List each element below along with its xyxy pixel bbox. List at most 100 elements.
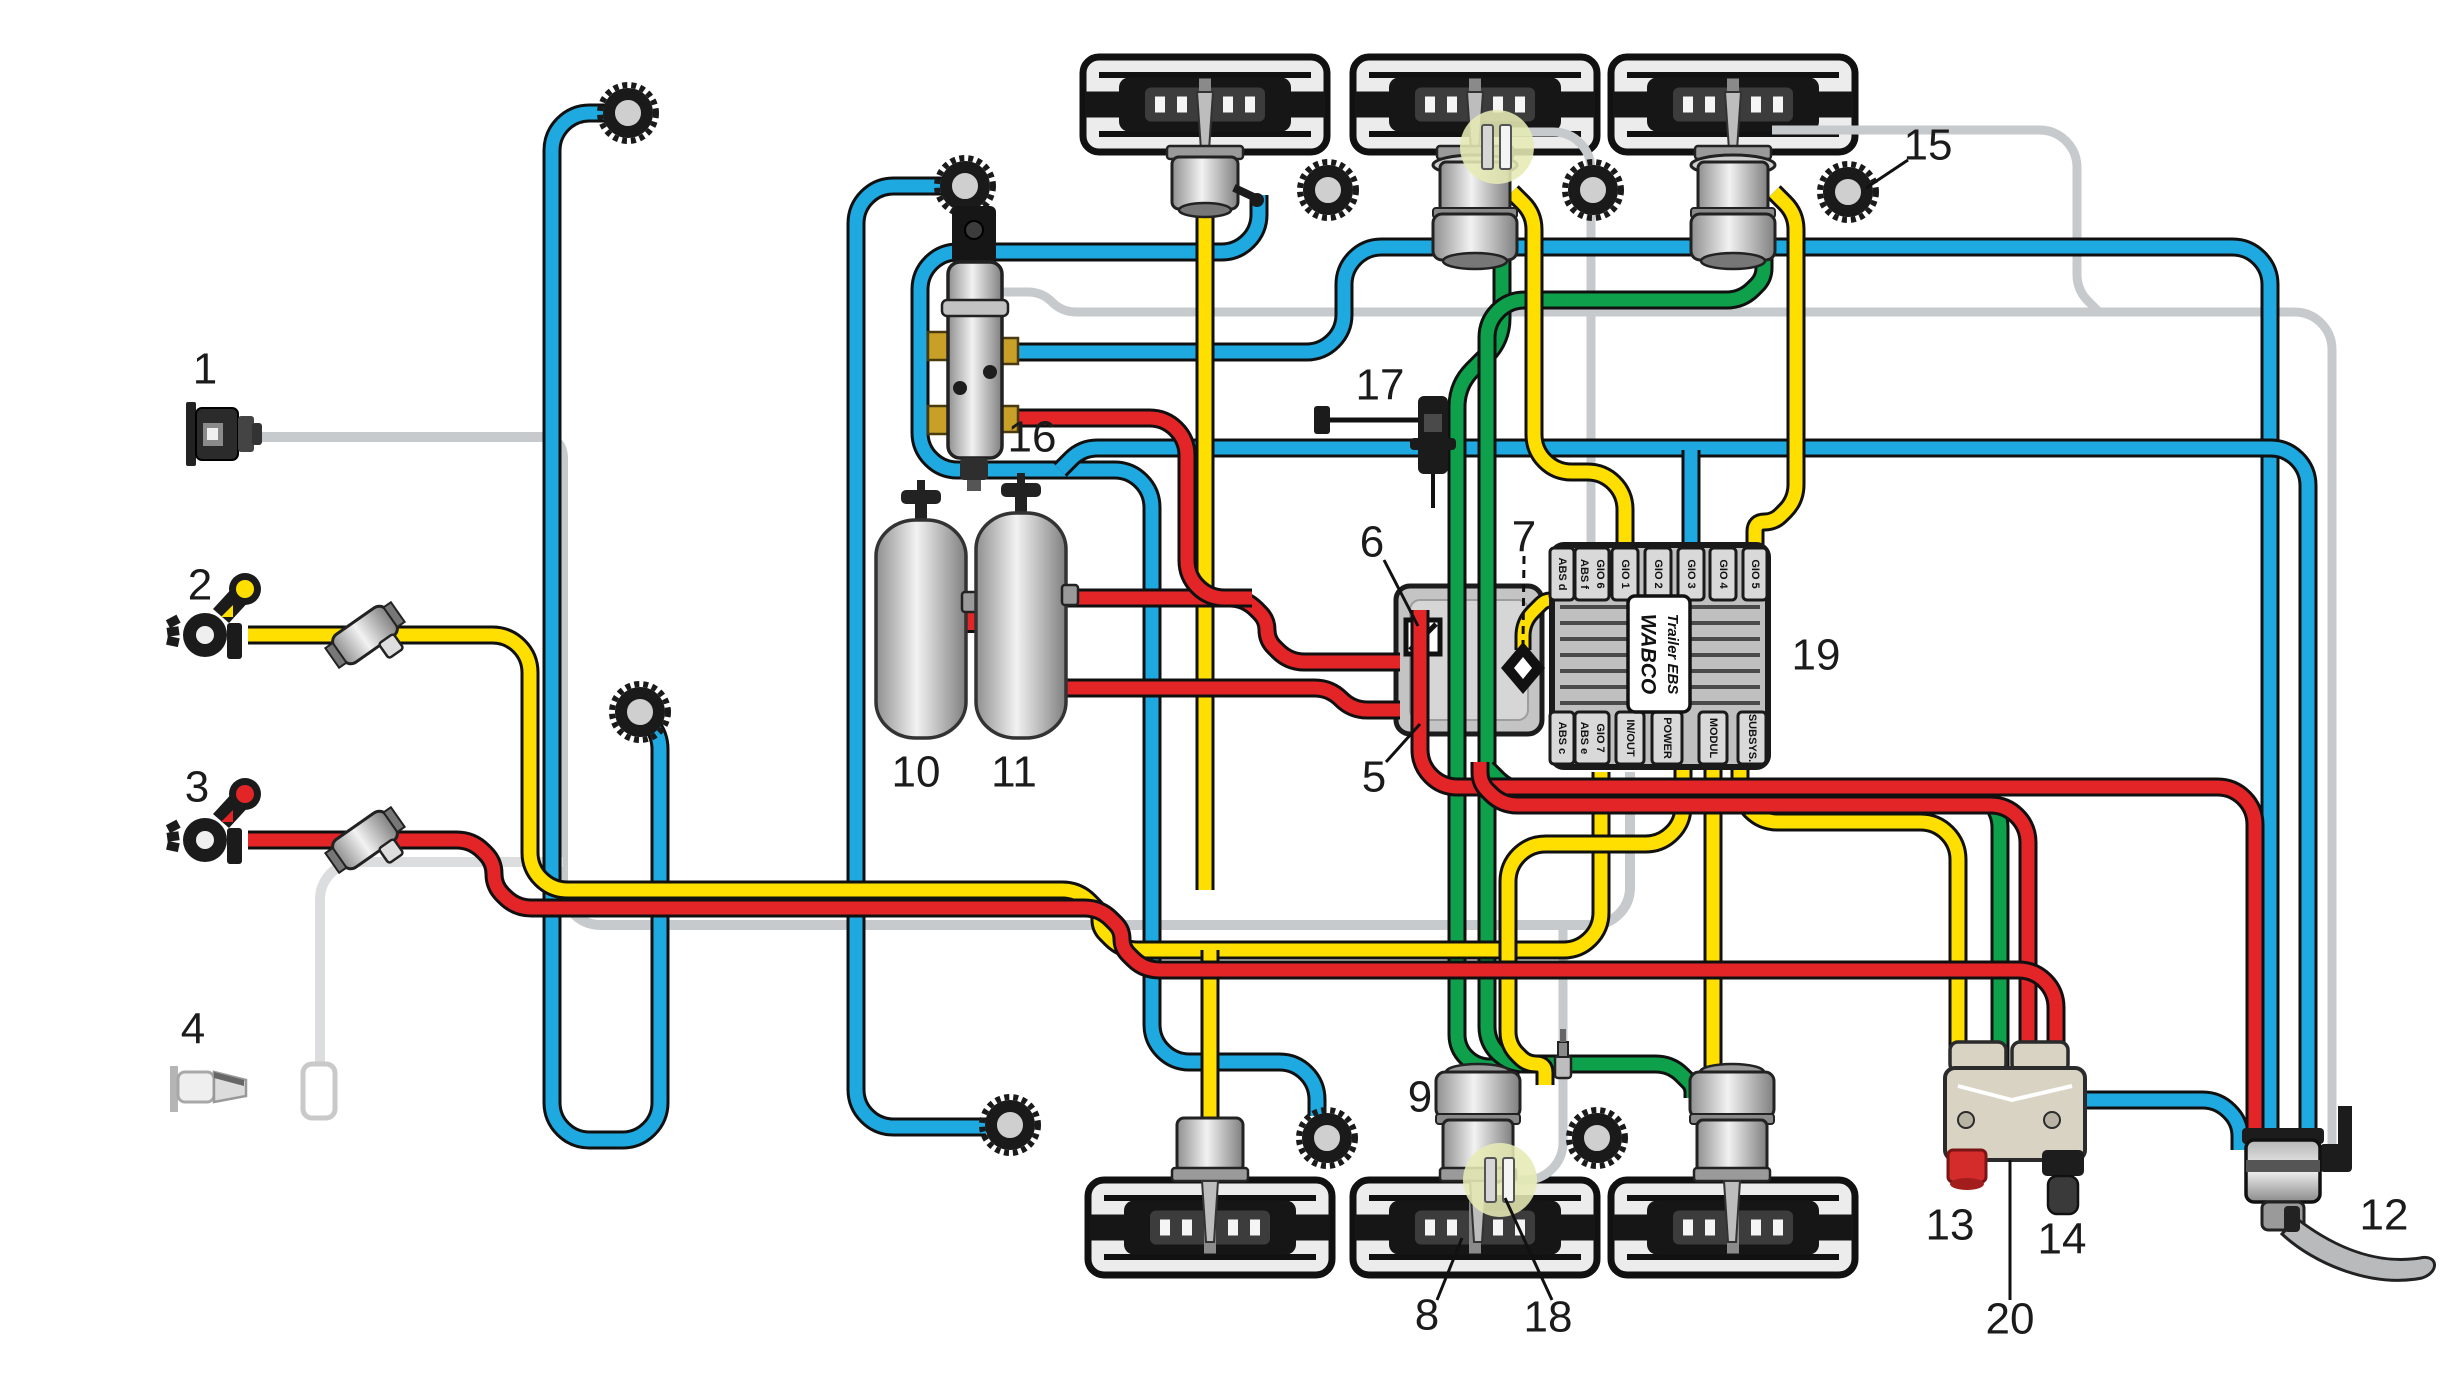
cable-iso7638 [250,432,1635,930]
ecu-brand-text: WABCO [1636,614,1659,695]
line-filter [323,600,407,670]
brake-chamber [1170,1116,1250,1243]
ecu-port: GIO 1 [1610,546,1640,602]
part-label-16: 16 [1008,413,1057,462]
part-label-15: 15 [1904,121,1953,170]
red-park-button [1946,1148,1988,1190]
part-label-7: 7 [1512,513,1536,562]
ecu-port: ABS c [1548,710,1576,766]
part-label-14: 14 [2038,1215,2087,1264]
part-label-2: 2 [188,561,212,610]
ecu-port: GIO 4 [1708,546,1738,602]
pole-wheel-ring [1296,1107,1358,1169]
pole-wheels [597,82,1879,1169]
pole-wheel-ring [1817,161,1879,223]
ecu-port-label: GIO 4 [1717,559,1729,589]
spring-brake-chamber [1689,91,1777,271]
air-reservoir [874,480,980,740]
ecu-port: GIO 3 [1676,546,1706,602]
ecu-port-label: MODUL [1707,718,1719,759]
release-hand-valve [2242,1106,2436,1282]
ecu-port-label: ABS d [1556,558,1568,591]
pole-wheel-ring [609,681,671,743]
cable-sensor-top-2 [1772,125,2103,316]
pipe-blue-left-loop [542,103,670,1150]
part-label-5: 5 [1362,753,1386,802]
pipe-blue-mid-loop [846,176,986,1137]
pipe-red-reservoir-1 [1060,588,1400,672]
ecu-model-text: Trailer EBS [1664,614,1681,695]
ebs-modulator [1393,583,1545,737]
diagnostic-connector [170,1061,338,1121]
pipe-green-2 [1477,258,1774,1098]
part-label-10: 10 [892,748,941,797]
ecu-port: ABS e GIO 7 [1573,710,1611,766]
pipe-blue-supply-right-1 [1008,237,2280,1142]
part-label-13: 13 [1926,1201,1975,1250]
coupling-head [165,573,261,659]
pipe-red-to-parkvalve [1470,762,2038,1066]
wheel-speed-sensor-highlight [1460,110,1534,184]
part-label-19: 19 [1792,631,1841,680]
pole-wheel-ring [1562,159,1624,221]
ecu-port-label: ABS f [1578,559,1590,589]
ecu-port-label: SUBSYS. [1746,714,1758,762]
pole-wheel-ring [979,1094,1041,1156]
pipe-yellow-chamber3 [1745,185,1806,556]
iso7638-connector [186,402,262,466]
ecu-port: SUBSYS. [1736,710,1768,766]
pipe-red-reservoir-2 [1060,678,1400,720]
pipe-red-trunk [248,830,2066,1066]
wabco-logo: WABCO Trailer EBS [1626,594,1692,714]
cable-diagnostic [315,857,563,1068]
charging-valve-16 [926,206,1020,491]
ecu-port-label: GIO 7 [1594,723,1606,752]
ecu-port-label: GIO 5 [1749,559,1761,588]
pole-wheel-ring [1297,159,1359,221]
cable-solenoid [990,287,2337,1146]
park-shunt-valve [1943,1040,2087,1216]
ecu-port: GIO 5 [1741,546,1769,602]
part-label-20: 20 [1986,1295,2035,1344]
pole-wheel-ring [934,155,996,217]
ecu-port: ABS d [1548,546,1576,602]
air-reservoir [974,473,1080,740]
modulator-valve-7 [1501,642,1545,694]
inline-connector [1553,1029,1573,1080]
ecu-port: POWER [1650,710,1684,766]
leader-lines [1382,158,2012,1301]
ecu-port: MODUL [1697,710,1729,766]
line-filter [323,805,407,875]
black-shunt-button [2042,1150,2084,1216]
wheel-speed-sensor-highlight [1463,1143,1537,1217]
part-label-8: 8 [1415,1291,1439,1340]
part-label-17: 17 [1356,361,1405,410]
coupling-heads [165,573,407,875]
pipe-blue-parkvalve [2085,1090,2250,1150]
part-label-1: 1 [193,345,217,394]
part-label-6: 6 [1360,518,1384,567]
pole-wheel-ring [1566,1107,1628,1169]
ecu-port-label: GIO 1 [1619,559,1631,588]
part-label-3: 3 [185,763,209,812]
ecu-port: IN/OUT [1614,710,1646,766]
part-label-18: 18 [1524,1293,1573,1342]
brake-chambers [1165,91,1777,1243]
pipe-yellow-chamber5 [1498,770,1693,1085]
part-label-4: 4 [181,1005,205,1054]
pipe-red-to-handvalve [1410,610,2265,1142]
test-valve-17 [1314,396,1456,508]
ecu-port-label: IN/OUT [1624,719,1636,757]
spring-brake-chamber [1688,1062,1776,1243]
part-label-9: 9 [1408,1073,1432,1122]
pipe-blue-valve16-loop [910,195,1327,1116]
pipe-blue-supply-right-2 [1053,438,2318,1142]
pipes [248,103,2337,1185]
part-label-12: 12 [2360,1191,2409,1240]
ecu-port-label: ABS e [1578,722,1590,754]
coupling-head [165,778,261,864]
ecu-port-label: ABS c [1556,722,1568,754]
ecu-port: GIO 2 [1643,546,1673,602]
